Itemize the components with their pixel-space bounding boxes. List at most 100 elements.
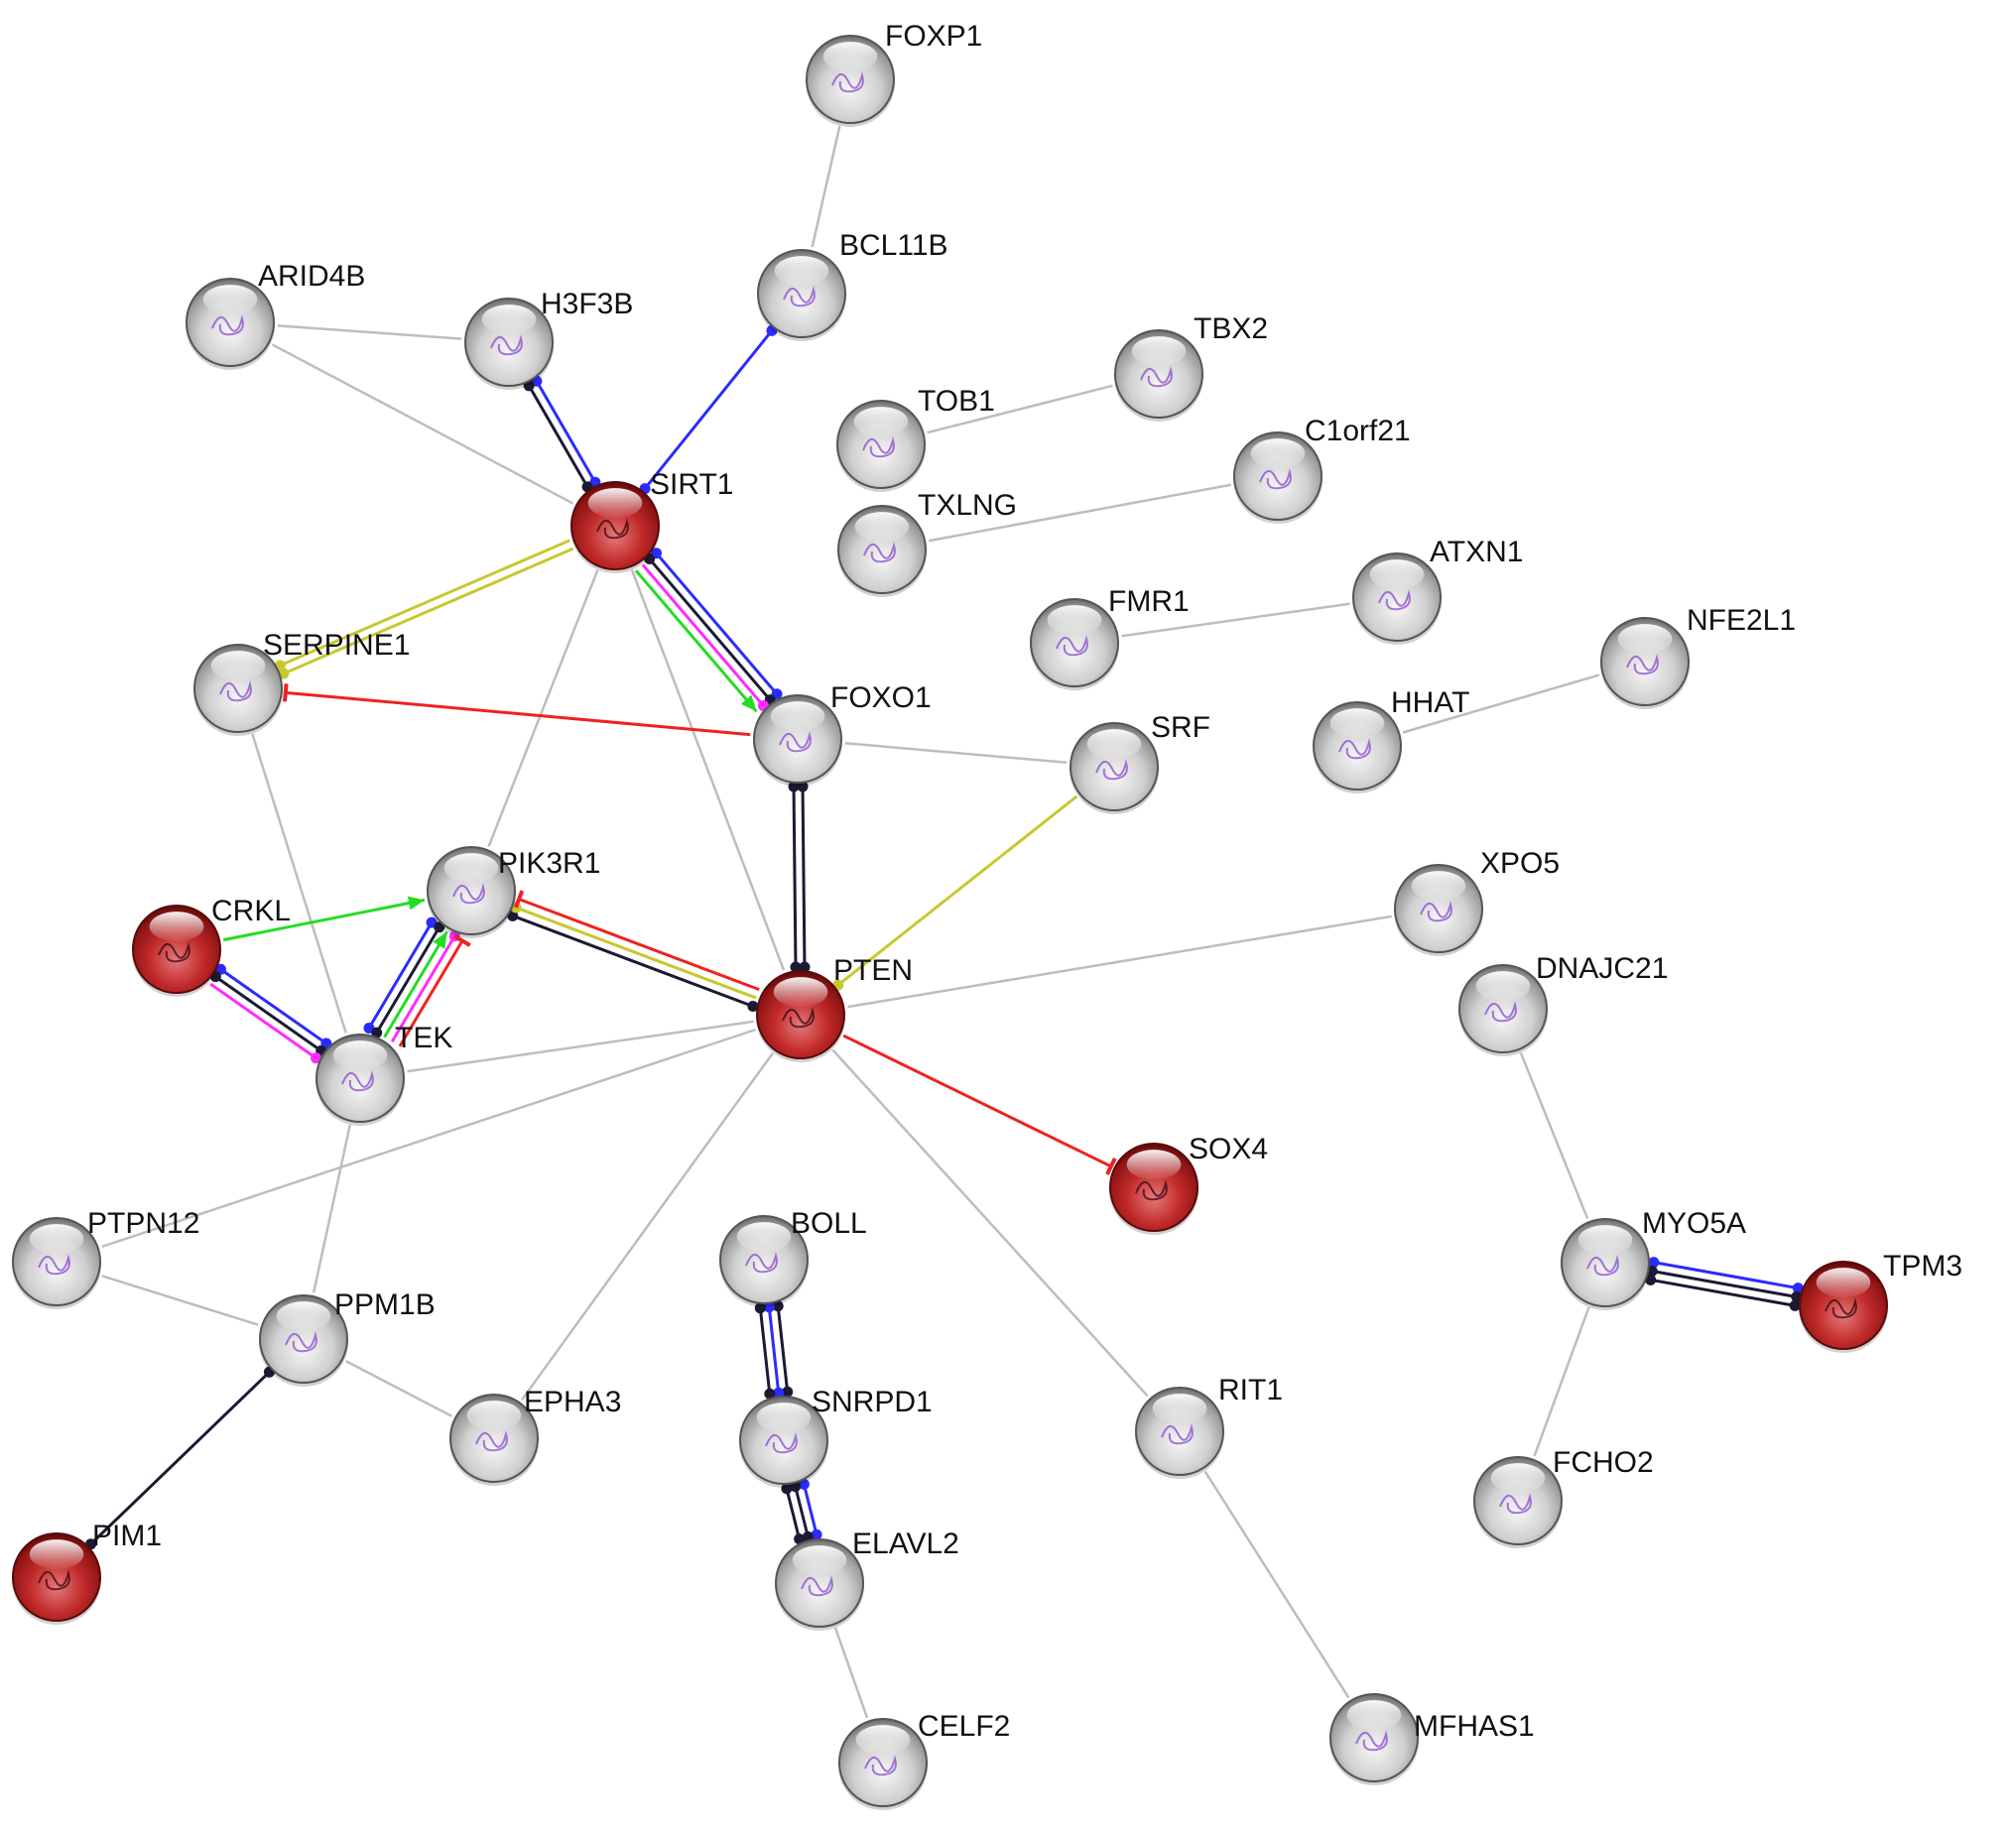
node-epha3[interactable]: EPHA3	[449, 1386, 621, 1486]
protein-structure-glyph	[1338, 738, 1371, 760]
node-txlng[interactable]: TXLNG	[837, 489, 1017, 597]
node-ppm1b[interactable]: PPM1B	[259, 1288, 436, 1387]
edge-h3f3b-sirt1	[523, 375, 601, 493]
node-boll[interactable]: BOLL	[719, 1207, 867, 1307]
node-sirt1[interactable]: SIRT1	[570, 468, 733, 573]
node-celf2[interactable]: CELF2	[838, 1710, 1010, 1810]
edge-hhat-nfe2l1	[1402, 673, 1600, 734]
protein-structure-glyph	[1586, 1255, 1619, 1277]
edge-line-expression	[836, 794, 1078, 987]
edge-sirt1-serpine1	[274, 539, 574, 679]
node-gloss	[481, 305, 537, 335]
node-label-tek: TEK	[395, 1022, 452, 1054]
node-xpo5[interactable]: XPO5	[1394, 847, 1560, 956]
activation-arrowhead	[740, 694, 757, 712]
protein-structure-glyph	[801, 1575, 833, 1597]
node-foxo1[interactable]: FOXO1	[753, 681, 932, 787]
protein-structure-glyph	[1378, 589, 1411, 611]
protein-structure-glyph	[1420, 901, 1452, 922]
node-hhat[interactable]: HHAT	[1313, 686, 1469, 794]
edge-line-reaction	[785, 1488, 802, 1539]
edge-line-association	[521, 1052, 774, 1401]
edge-line-binding	[802, 1484, 819, 1535]
node-tek[interactable]: TEK	[315, 1022, 452, 1126]
protein-structure-glyph	[1056, 635, 1088, 657]
edge-endpoint-dot	[763, 1301, 775, 1313]
node-snrpd1[interactable]: SNRPD1	[739, 1386, 933, 1488]
node-label-mfhas1: MFHAS1	[1414, 1710, 1535, 1743]
edge-pten-pik3r1	[507, 890, 760, 1013]
node-sox4[interactable]: SOX4	[1109, 1133, 1268, 1235]
node-gloss	[822, 42, 878, 72]
node-gloss	[1126, 1150, 1182, 1180]
edge-elavl2-celf2	[833, 1627, 869, 1719]
edge-endpoint-dot	[790, 961, 802, 973]
node-gloss	[1816, 1268, 1871, 1298]
edge-line-binding	[535, 380, 597, 483]
node-bcl11b[interactable]: BCL11B	[757, 229, 948, 341]
edge-pten-sox4	[842, 1034, 1117, 1175]
edge-line-binding	[1653, 1261, 1799, 1290]
node-crkl[interactable]: CRKL	[132, 895, 291, 997]
edge-line-binding	[767, 1306, 781, 1394]
node-myo5a[interactable]: MYO5A	[1561, 1207, 1746, 1310]
node-tpm3[interactable]: TPM3	[1799, 1250, 1962, 1353]
node-label-foxp1: FOXP1	[885, 20, 982, 53]
protein-structure-glyph	[782, 1007, 815, 1029]
inhibition-bar	[1105, 1157, 1117, 1175]
edge-line-association	[487, 569, 599, 847]
edge-line-reaction	[792, 787, 798, 968]
node-pik3r1[interactable]: PIK3R1	[427, 846, 600, 938]
node-gloss	[774, 256, 829, 287]
edge-line-reaction	[1650, 1278, 1796, 1307]
edge-line-reaction	[758, 1307, 772, 1395]
node-label-nfe2l1: NFE2L1	[1687, 604, 1796, 637]
edge-line-association	[251, 733, 347, 1034]
node-arid4b[interactable]: ARID4B	[186, 260, 365, 370]
edge-line-association	[101, 1275, 259, 1326]
node-dnajc21[interactable]: DNAJC21	[1458, 952, 1668, 1056]
protein-structure-glyph	[1140, 366, 1173, 388]
node-gloss	[770, 701, 825, 732]
node-mfhas1[interactable]: MFHAS1	[1329, 1693, 1535, 1785]
node-gloss	[1086, 729, 1142, 760]
node-pim1[interactable]: PIM1	[12, 1520, 162, 1625]
node-srf[interactable]: SRF	[1070, 711, 1210, 814]
edge-line-catalysis	[209, 982, 317, 1059]
node-nfe2l1[interactable]: NFE2L1	[1600, 604, 1796, 709]
edge-ppm1b-epha3	[344, 1360, 453, 1417]
node-atxn1[interactable]: ATXN1	[1352, 536, 1523, 645]
node-c1orf21[interactable]: C1orf21	[1233, 415, 1411, 524]
node-pten[interactable]: PTEN	[756, 954, 913, 1062]
node-label-srf: SRF	[1151, 711, 1210, 744]
node-fcho2[interactable]: FCHO2	[1473, 1446, 1654, 1548]
node-gloss	[1329, 708, 1385, 739]
node-label-epha3: EPHA3	[524, 1386, 621, 1418]
protein-structure-glyph	[452, 883, 485, 905]
node-rit1[interactable]: RIT1	[1135, 1374, 1283, 1479]
edge-endpoint-dot	[797, 781, 809, 793]
node-ptpn12[interactable]: PTPN12	[12, 1207, 199, 1309]
node-serpine1[interactable]: SERPINE1	[193, 629, 410, 736]
edge-endpoint-dot	[772, 1300, 784, 1312]
node-label-pten: PTEN	[833, 954, 913, 987]
edge-line-reaction	[512, 914, 754, 1008]
protein-structure-glyph	[1499, 1493, 1532, 1515]
edge-endpoint-dot	[811, 1528, 822, 1540]
edge-sirt1-foxo1	[634, 548, 783, 713]
node-fmr1[interactable]: FMR1	[1030, 585, 1190, 690]
node-label-sirt1: SIRT1	[650, 468, 733, 501]
node-gloss	[1250, 438, 1306, 469]
edge-line-association	[811, 125, 841, 248]
node-label-foxo1: FOXO1	[830, 681, 932, 714]
node-gloss	[29, 1224, 84, 1255]
node-tob1[interactable]: TOB1	[836, 385, 995, 492]
edge-line-association	[831, 1048, 1149, 1398]
node-elavl2[interactable]: ELAVL2	[775, 1527, 959, 1631]
node-foxp1[interactable]: FOXP1	[806, 20, 982, 127]
edges-layer	[85, 125, 1804, 1719]
edge-line-binding	[367, 921, 434, 1030]
edge-line-association	[833, 1627, 869, 1719]
node-h3f3b[interactable]: H3F3B	[464, 288, 633, 390]
node-tbx2[interactable]: TBX2	[1114, 312, 1268, 422]
